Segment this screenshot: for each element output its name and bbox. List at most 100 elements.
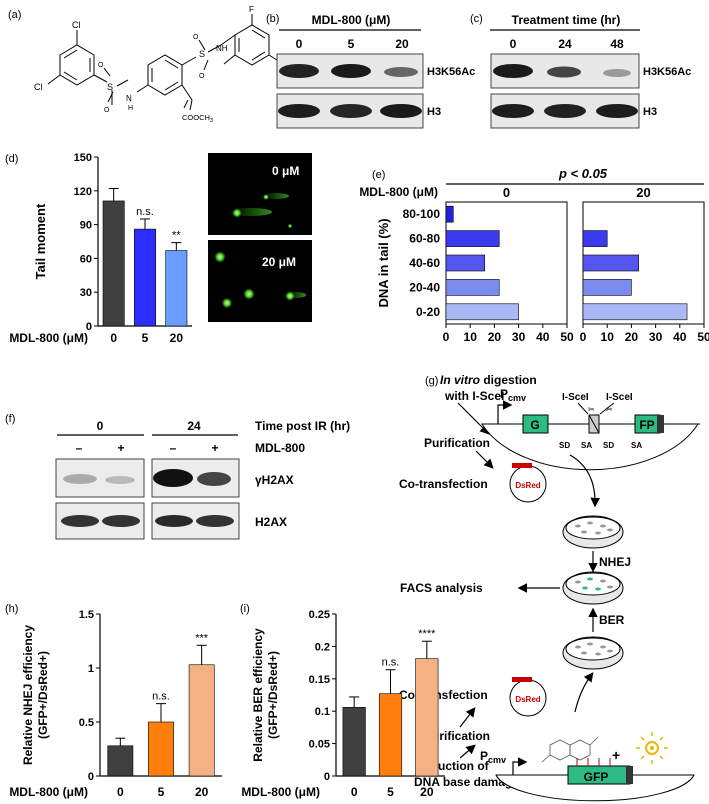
x-tick-label: 10: [464, 330, 478, 344]
scissors-icon: ✂: [588, 405, 595, 414]
comet-label-20uM: 20 μM: [262, 255, 296, 269]
bond: [251, 51, 266, 61]
bond: [203, 59, 209, 71]
panel-label-h: (h): [5, 603, 18, 615]
gene-fp-end: [657, 415, 664, 433]
x-tick-label: 0: [351, 785, 358, 799]
blot-f: 0 24 Time post IR (hr) – + – + MDL-800 γ…: [55, 419, 350, 540]
comet-head: [221, 297, 233, 309]
ring-left: [59, 44, 95, 86]
y-tick-label: 1.5: [79, 609, 94, 621]
bar: [342, 707, 366, 777]
bar: [378, 693, 403, 777]
y-tick-label: 1: [88, 663, 94, 675]
bond: [223, 54, 236, 65]
comet-images: 0 μM 20 μM: [208, 153, 312, 322]
petri-dish-1-inner: [565, 516, 621, 540]
arrow: [569, 454, 601, 508]
y-axis-label: Tail moment: [33, 203, 48, 279]
bond: [136, 84, 149, 93]
atom-h: H: [128, 105, 133, 112]
x-tick-label: 50: [560, 330, 574, 344]
bar: [134, 228, 156, 327]
concentration-label: MDL-800 (μM): [359, 185, 438, 199]
comet-head: [243, 288, 255, 300]
iscei-label-2: I-SceI: [606, 392, 633, 403]
petri-dish-2-inner: [565, 572, 621, 596]
bar: [582, 230, 608, 247]
digest-line-2: with I-SceI: [444, 389, 504, 403]
y-tick-label: 0-20: [416, 305, 440, 319]
blot-c-title: Treatment time (hr): [512, 13, 621, 27]
band: [196, 515, 234, 527]
panel-label-c: (c): [470, 13, 483, 25]
y-axis-label: Relative BER efficiency: [251, 628, 265, 762]
atom-s-right: S: [199, 49, 205, 59]
blot-c: Treatment time (hr) 0 24 48 H3K56Ac H3: [490, 13, 691, 129]
bond: [63, 71, 78, 81]
x-tick-label: 20: [195, 785, 209, 799]
atom-cl-top: Cl: [72, 20, 81, 30]
atom-o-2: O: [104, 107, 110, 114]
reporter-plasmid-dish: [481, 423, 699, 471]
blot-b-title: MDL-800 (μM): [312, 13, 391, 27]
band: [331, 64, 371, 78]
bond: [207, 44, 222, 53]
bond: [164, 59, 179, 69]
damage-marks: [576, 758, 611, 766]
arrow: [459, 707, 476, 728]
x-tick-label: 5: [158, 785, 165, 799]
x-tick-label: 0: [110, 331, 117, 345]
blot-b-lane-1: 0: [296, 37, 303, 51]
blot-f-sign-3: –: [170, 441, 177, 455]
x-tick-label: 30: [512, 330, 526, 344]
blot-f-group-1: 0: [97, 419, 104, 433]
blot-f-title: Time post IR (hr): [255, 419, 350, 433]
band: [547, 66, 581, 78]
bar: [445, 279, 500, 296]
significance-label: ***: [195, 632, 209, 644]
comet-image-20uM: [208, 240, 312, 322]
gene-g-box: [522, 414, 549, 434]
petri-dish-3-inner: [565, 637, 621, 661]
ring-right: [234, 24, 270, 66]
blot-c-label-1: H3K56Ac: [643, 66, 691, 78]
atom-s-left: S: [107, 82, 113, 92]
x-tick-label: 0: [117, 785, 124, 799]
bond: [47, 74, 61, 85]
bar: [445, 205, 454, 223]
chemical-structure: [47, 14, 281, 111]
band: [197, 472, 231, 486]
significance-label: n.s.: [152, 691, 170, 703]
comet-head: [288, 224, 292, 228]
panel-label-g: (g): [425, 375, 438, 387]
cells-3: [575, 642, 613, 656]
bond: [164, 81, 179, 91]
bond: [103, 67, 111, 77]
gene-g-label: G: [530, 418, 539, 432]
blot-f-drug: MDL-800: [255, 441, 305, 455]
ber-label: BER: [599, 613, 625, 627]
significance-label: n.s.: [136, 206, 154, 218]
gene-fp-label: FP: [639, 418, 654, 432]
promoter-label: Pcmv: [500, 387, 526, 403]
induction-line-2: DNA base damage: [414, 775, 519, 789]
blot-f-label-1: γH2AX: [255, 473, 294, 487]
blot-c-lane-3: 48: [610, 37, 624, 51]
y-tick-label: 0.1: [315, 706, 330, 718]
bar: [188, 664, 215, 777]
x-axis-label: MDL-800 (μM): [9, 785, 88, 799]
purification-2: Purification: [424, 729, 490, 743]
blot-f-sign-1: –: [76, 441, 83, 455]
sd-label-1: SD: [559, 441, 570, 450]
band: [380, 104, 422, 118]
band: [155, 515, 193, 527]
atom-f: F: [249, 5, 254, 14]
facs-label: FACS analysis: [400, 581, 483, 595]
band: [603, 69, 631, 77]
bond: [116, 79, 129, 87]
y-tick-label: 30: [80, 287, 92, 299]
atom-o-3: O: [193, 34, 199, 41]
